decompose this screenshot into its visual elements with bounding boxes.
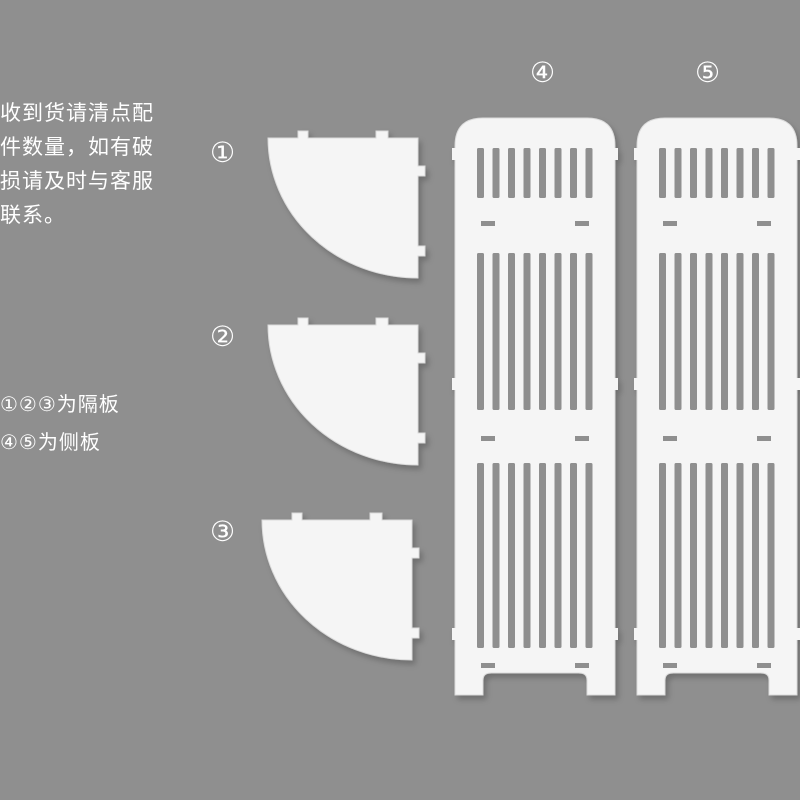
vent-slot <box>767 148 775 198</box>
connector-slot <box>663 221 677 226</box>
vent-slot <box>477 148 484 198</box>
vent-slot <box>674 463 682 648</box>
corner-shelf-3 <box>261 512 420 661</box>
edge-tab <box>795 378 800 390</box>
instruction-line: 收到货请清点配 <box>0 101 154 125</box>
vent-slot <box>690 463 697 648</box>
vent-slot <box>659 253 666 410</box>
connector-slot <box>481 221 495 226</box>
part-label-3: ③ <box>210 515 236 548</box>
vent-slot <box>570 253 577 410</box>
vent-slot <box>539 253 546 410</box>
connector-slot <box>481 663 495 668</box>
edge-tab <box>452 148 457 160</box>
connector-slot <box>757 436 771 441</box>
vent-slot <box>508 463 515 648</box>
vent-slot <box>736 253 744 410</box>
vent-slot <box>705 148 713 198</box>
vent-slot <box>705 463 713 648</box>
vent-slot <box>492 463 500 648</box>
edge-tab <box>613 378 618 390</box>
vent-slot <box>585 463 593 648</box>
connector-slot <box>757 221 771 226</box>
vent-slot <box>767 253 775 410</box>
vent-slot <box>585 148 593 198</box>
instruction-line: 件数量，如有破 <box>0 135 154 159</box>
vent-slot <box>674 148 682 198</box>
vent-slot <box>690 148 697 198</box>
part-label-5: ⑤ <box>695 56 721 89</box>
side-panel-4 <box>452 117 618 696</box>
vent-slot <box>477 253 484 410</box>
vent-slot <box>767 463 775 648</box>
vent-slot <box>659 148 666 198</box>
edge-tab <box>634 628 639 640</box>
vent-slot <box>721 148 728 198</box>
connector-slot <box>757 663 771 668</box>
vent-slot <box>570 148 577 198</box>
connector-slot <box>575 663 589 668</box>
part-label-1: ① <box>210 136 236 169</box>
parts-legend: ①②③为隔板 ④⑤为侧板 <box>0 385 120 461</box>
vent-slot <box>705 253 713 410</box>
vent-slot <box>523 463 531 648</box>
vent-slot <box>508 148 515 198</box>
vent-slot <box>492 148 500 198</box>
vent-slot <box>752 253 759 410</box>
vent-slot <box>554 148 562 198</box>
instruction-note: 收到货请清点配 件数量，如有破 损请及时与客服 联系。 <box>0 96 190 232</box>
corner-shelf-2 <box>267 317 426 466</box>
vent-slot <box>523 148 531 198</box>
corner-shelf-1 <box>267 130 426 279</box>
vent-slot <box>508 253 515 410</box>
vent-slot <box>492 253 500 410</box>
vent-slot <box>570 463 577 648</box>
part-label-4: ④ <box>530 56 556 89</box>
edge-tab <box>795 148 800 160</box>
connector-slot <box>575 221 589 226</box>
vent-slot <box>539 463 546 648</box>
vent-slot <box>690 253 697 410</box>
vent-slot <box>721 463 728 648</box>
edge-tab <box>452 378 457 390</box>
legend-sides: ④⑤为侧板 <box>0 430 101 454</box>
vent-slot <box>585 253 593 410</box>
vent-slot <box>752 463 759 648</box>
edge-tab <box>795 628 800 640</box>
connector-slot <box>481 436 495 441</box>
legend-shelves: ①②③为隔板 <box>0 392 120 416</box>
instruction-line: 联系。 <box>0 203 66 227</box>
edge-tab <box>613 628 618 640</box>
vent-slot <box>539 148 546 198</box>
edge-tab <box>634 378 639 390</box>
part-label-2: ② <box>210 320 236 353</box>
vent-slot <box>736 463 744 648</box>
connector-slot <box>575 436 589 441</box>
edge-tab <box>613 148 618 160</box>
vent-slot <box>752 148 759 198</box>
edge-tab <box>452 628 457 640</box>
side-panel-5 <box>634 117 800 696</box>
vent-slot <box>674 253 682 410</box>
vent-slot <box>523 253 531 410</box>
vent-slot <box>554 463 562 648</box>
vent-slot <box>554 253 562 410</box>
instruction-line: 损请及时与客服 <box>0 169 154 193</box>
connector-slot <box>663 663 677 668</box>
vent-slot <box>659 463 666 648</box>
connector-slot <box>663 436 677 441</box>
edge-tab <box>634 148 639 160</box>
vent-slot <box>721 253 728 410</box>
vent-slot <box>736 148 744 198</box>
vent-slot <box>477 463 484 648</box>
